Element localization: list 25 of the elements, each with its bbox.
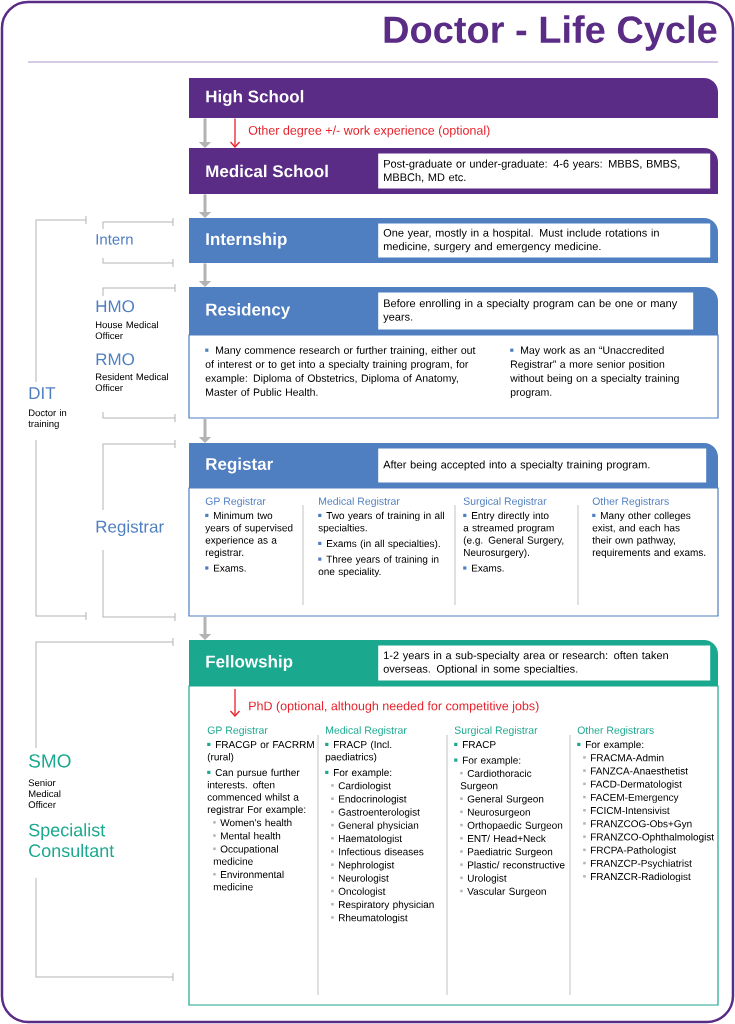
stage-heading: Medical School (206, 164, 328, 178)
stage-heading: Registar (206, 457, 273, 474)
role-label: Registrar (96, 520, 164, 537)
edge-label: Other degree +/- work experience (optional) (247, 124, 492, 139)
arrow (229, 117, 241, 148)
stage-heading: Internship (206, 232, 287, 249)
role-label: HMO (96, 300, 135, 313)
stage-heading: Residency (206, 303, 291, 319)
role-description: Resident Medical Officer (95, 373, 168, 392)
role-label: RMO (96, 353, 135, 366)
stage-heading: High School (206, 90, 304, 106)
role-description: Senior Medical Officer (28, 779, 61, 809)
description-box: One year, mostly in a hospital. Must include rotations in medicine, surgery and emergency medicine. (378, 223, 711, 258)
role-label: Intern (96, 234, 133, 245)
description-box: After being accepted into a specialty training program. (378, 448, 707, 483)
role-label: SMO (29, 754, 71, 768)
description-box: Post-graduate or under-graduate: 4-6 years: MBBS, BMBS, MBBCh, MD etc. (378, 153, 711, 189)
description-box: Before enrolling in a specialty program can be one or many years. (378, 292, 694, 330)
stage-heading: Fellowship (206, 655, 293, 671)
role-label: DIT (29, 387, 56, 399)
title: Doctor - Life Cycle (384, 15, 717, 51)
role-label: Specialist Consultant (29, 823, 115, 858)
role-description: Doctor in training (28, 409, 67, 429)
description-box: 1-2 years in a sub-specialty area or research: often taken overseas. Optional in some specialties. (378, 645, 711, 681)
role-description: House Medical Officer (95, 321, 158, 340)
